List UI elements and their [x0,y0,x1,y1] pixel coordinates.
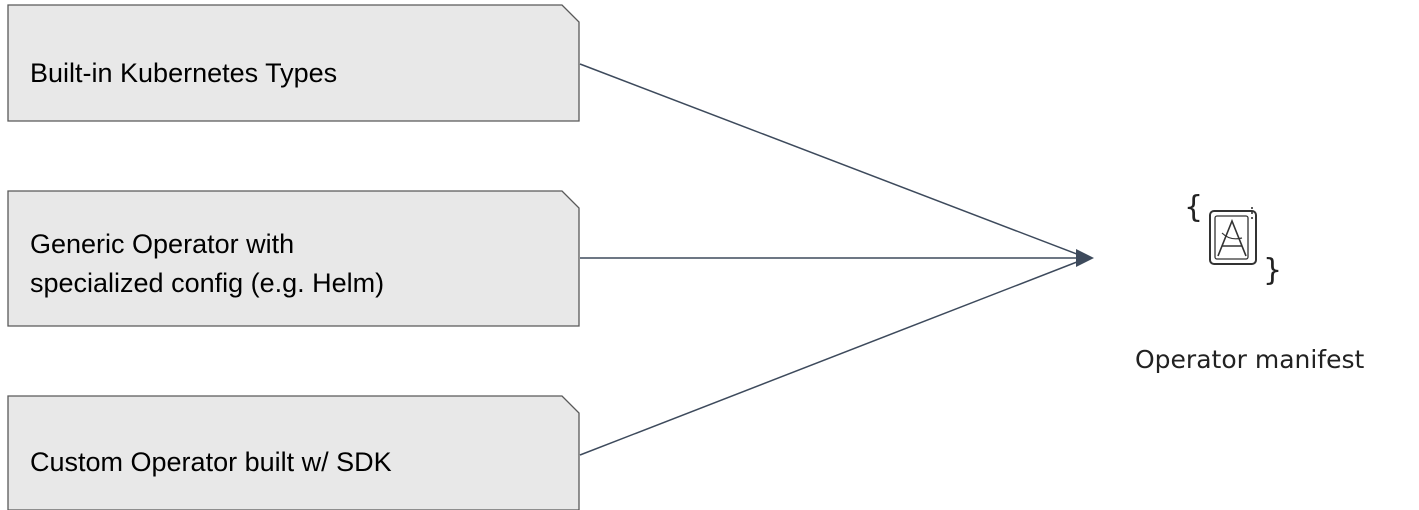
operator-manifest-label: Operator manifest [1135,345,1365,374]
arrowhead [1076,249,1094,267]
open-brace: { [1184,190,1204,225]
connector-custom-operator [579,259,1083,456]
source-label-generic-operator-line2: specialized config (e.g. Helm) [30,268,385,298]
source-box-generic-operator [7,190,580,327]
source-box-custom-operator [7,395,580,510]
connector-built-in [579,63,1083,257]
document-a-icon [1209,207,1257,265]
source-label-generic-operator-line1: Generic Operator with [30,229,295,259]
close-brace: } [1263,253,1283,288]
source-label-custom-operator: Custom Operator built w/ SDK [30,447,392,477]
source-box-built-in [7,4,580,122]
source-label-built-in: Built-in Kubernetes Types [30,58,338,88]
